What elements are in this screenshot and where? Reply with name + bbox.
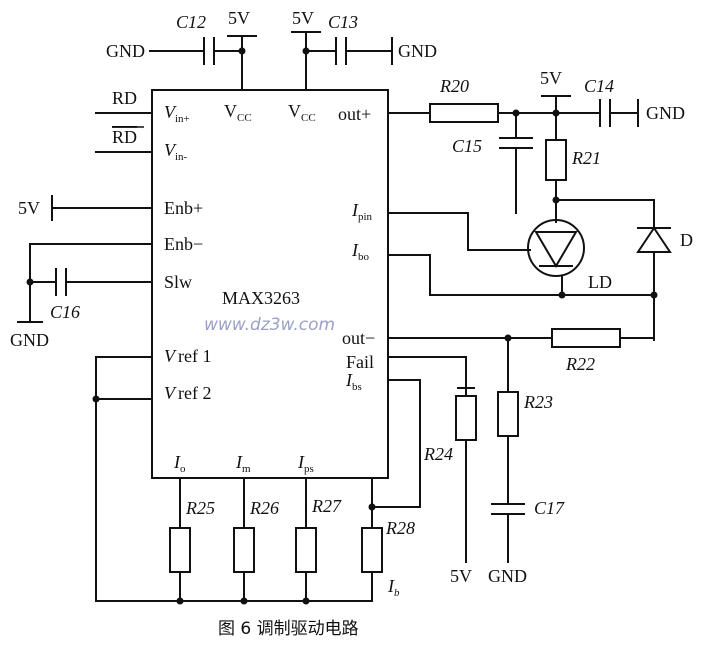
ibo-net (387, 254, 658, 299)
resistor-r21 (545, 139, 567, 181)
pin-enb-plus: Enb+ (164, 198, 203, 218)
pin-ibs: Ibs (345, 370, 362, 393)
five-v-left: 5V (228, 8, 250, 28)
vcc-right-net (291, 31, 393, 91)
pin-im: Im (235, 452, 251, 475)
laser-diode-ld (387, 196, 655, 296)
pin-vin-minus: Vin- (164, 140, 188, 163)
label-r23: R23 (523, 392, 553, 412)
left-input-wires (17, 112, 153, 323)
resistor-r27 (295, 527, 317, 573)
pin-io: Io (173, 452, 186, 475)
pin-ips: Ips (297, 452, 314, 475)
gnd-c14: GND (646, 103, 685, 123)
label-ld: LD (588, 272, 612, 292)
label-r21: R21 (571, 148, 601, 168)
pin-vcc2: VCC (288, 101, 316, 124)
diode-d (636, 199, 672, 341)
vcc-left-net (149, 35, 257, 91)
gnd-c17: GND (488, 566, 527, 586)
signal-rd-bar: RD (112, 127, 137, 147)
label-d: D (680, 230, 693, 250)
resistor-r26 (233, 527, 255, 573)
label-r28: R28 (385, 518, 415, 538)
resistor-r20 (429, 103, 499, 123)
pin-slw: Slw (164, 272, 192, 292)
bottom-resistor-wires (179, 477, 376, 602)
gnd-c13: GND (398, 41, 437, 61)
label-c15: C15 (452, 136, 482, 156)
label-r22: R22 (565, 354, 595, 374)
chip-body (151, 89, 389, 479)
resistor-r23 (497, 391, 519, 437)
label-r26: R26 (249, 498, 279, 518)
label-c16: C16 (50, 302, 80, 322)
out-plus-net (387, 95, 639, 214)
label-r24: R24 (423, 444, 453, 464)
chip-name: MAX3263 (222, 288, 300, 308)
watermark: www.dz3w.com (204, 315, 335, 335)
label-c14: C14 (584, 76, 614, 96)
figure-caption: 图 6 调制驱动电路 (218, 619, 359, 639)
resistor-r24 (455, 395, 477, 441)
resistor-r22 (551, 328, 621, 348)
resistor-r28 (361, 527, 383, 573)
signal-rd: RD (112, 88, 137, 108)
label-c13: C13 (328, 12, 358, 32)
ibs-net (371, 379, 421, 508)
pin-vcc1: VCC (224, 101, 252, 124)
pin-out-minus: out− (342, 328, 375, 348)
pin-fail: Fail (346, 352, 374, 372)
five-v-right: 5V (292, 8, 314, 28)
label-r20: R20 (439, 76, 469, 96)
pin-ibo: Ibo (351, 240, 370, 263)
gnd-c16: GND (10, 330, 49, 350)
pin-vin-plus: Vin+ (164, 102, 190, 125)
pin-enb-minus: Enb− (164, 234, 203, 254)
label-ib: Ib (387, 576, 400, 599)
fail-net (387, 356, 475, 563)
five-v-r21: 5V (540, 68, 562, 88)
label-c17: C17 (534, 498, 565, 518)
out-minus-net (387, 334, 655, 563)
pin-ipin: Ipin (351, 200, 373, 223)
five-v-enb: 5V (18, 198, 40, 218)
gnd-c12: GND (106, 41, 145, 61)
label-r25: R25 (185, 498, 215, 518)
label-c12: C12 (176, 12, 206, 32)
vref-return-net (92, 356, 373, 605)
five-v-r24: 5V (450, 566, 472, 586)
label-r27: R27 (311, 496, 342, 516)
resistor-r25 (169, 527, 191, 573)
pin-out-plus: out+ (338, 104, 371, 124)
